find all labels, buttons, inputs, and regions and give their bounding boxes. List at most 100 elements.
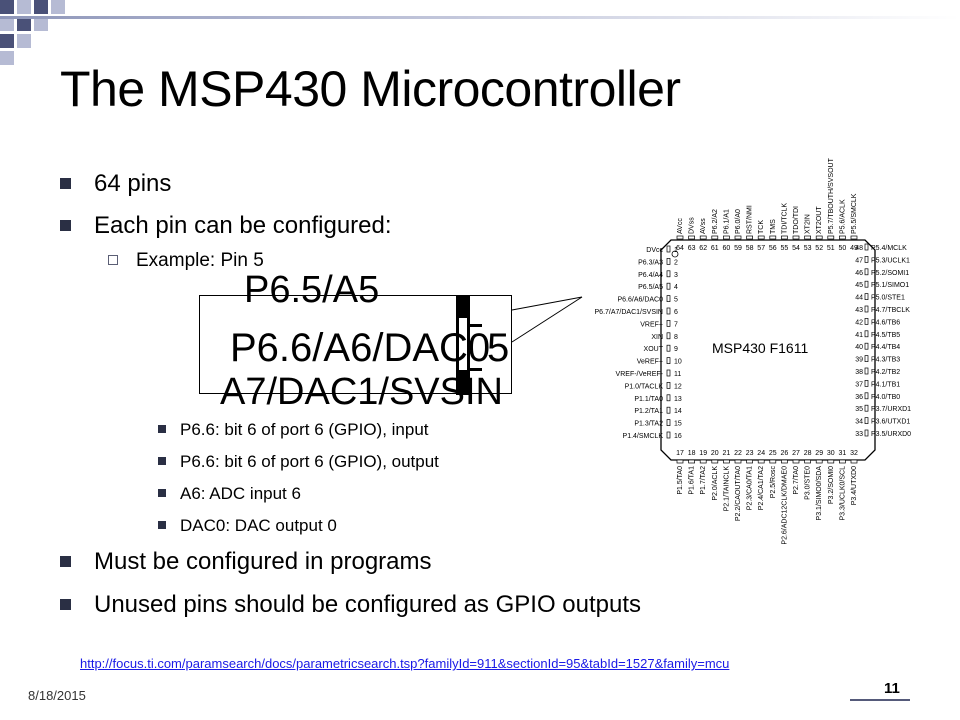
pin-label-left: P1.3/TA2 <box>634 421 663 428</box>
pin-label-top: TDI/TCLK <box>781 203 788 234</box>
pin-label-bottom: P3.2/SOMI0 <box>828 466 835 504</box>
pin-tick <box>804 459 811 464</box>
detail-text: P6.6: bit 6 of port 6 (GPIO), input <box>180 420 429 439</box>
pin-number-left: 2 <box>674 259 678 266</box>
pin-tick <box>666 320 671 327</box>
pin-tick <box>666 307 671 315</box>
pin-number-bottom: 32 <box>850 450 858 457</box>
pin-number-top: 62 <box>699 245 707 252</box>
chip-body <box>660 239 876 461</box>
pin-number-bottom: 24 <box>757 450 765 457</box>
bullet-marker <box>60 178 71 189</box>
pin-label-top: P5.7/TBOUTH/SVSOUT <box>828 157 835 234</box>
pin-tick <box>850 235 858 240</box>
pin-label-left: DVcc <box>646 247 663 254</box>
pin-label-bottom: P2.1/TAINCLK <box>723 466 730 512</box>
sub-bullet-marker <box>108 255 118 265</box>
pin-label-bottom: P2.6/ADC12CLK/DMAE0 <box>781 466 788 545</box>
pin-number-bottom: 23 <box>746 450 754 457</box>
pin-tick <box>757 459 765 464</box>
pin-label-bottom: P3.1/SIMO0/SDA <box>816 466 823 521</box>
pin-tick <box>711 235 719 240</box>
pin-tick <box>864 330 869 338</box>
chip-label: MSP430 F1611 <box>712 340 809 356</box>
pin-tick <box>734 459 742 464</box>
pin-label-left: XOUT <box>644 346 664 353</box>
pin-tick <box>781 459 788 464</box>
pin-number-right: 33 <box>855 431 863 438</box>
pin-label-top: P6.1/A1 <box>723 209 730 234</box>
pin-tick <box>769 235 777 240</box>
pin-number-right: 39 <box>855 357 863 364</box>
pin-tick <box>723 235 730 240</box>
pin-number-right: 36 <box>855 394 863 401</box>
pin-tick <box>666 258 671 265</box>
pin-label-right: P4.7/TBCLK <box>871 307 910 314</box>
pin-label-top: XT2IN <box>805 214 812 234</box>
pin-zoom-label: P6.6/A6/DAC0 <box>230 326 491 370</box>
pin-number-left: 11 <box>674 371 681 378</box>
pin-number-top: 60 <box>723 245 731 252</box>
pin-number-bottom: 18 <box>688 450 696 457</box>
pin-label-right: P4.5/TB5 <box>871 332 900 339</box>
pin-number-right: 48 <box>855 245 863 252</box>
pin-label-top: TDO/TDI <box>793 206 800 234</box>
pin-number-bottom: 20 <box>711 450 719 457</box>
pin-number-top: 50 <box>839 245 847 252</box>
pin-number-top: 58 <box>746 245 754 252</box>
pin-label-right: P4.2/TB2 <box>871 369 900 376</box>
pin-label-bottom: P3.0/STE0 <box>805 466 812 500</box>
pin-tick <box>676 459 684 464</box>
bullet-text: Each pin can be configured: <box>94 212 392 239</box>
pin-tick <box>699 235 707 240</box>
detail-marker <box>158 457 166 465</box>
pin-tick <box>864 256 869 263</box>
pin-label-bottom: P2.7/TA0 <box>793 466 800 495</box>
pin-number-top: 57 <box>757 245 765 252</box>
pin-number-top: 52 <box>815 245 823 252</box>
pin-number-right: 44 <box>855 295 863 302</box>
pin-tick <box>864 392 869 400</box>
pin-tick <box>839 459 846 464</box>
pin-tick <box>864 268 869 276</box>
pin-tick <box>666 270 671 278</box>
pin-number-top: 53 <box>804 245 812 252</box>
pin-label-left: VREF+ <box>640 321 663 328</box>
detail-marker <box>158 489 166 497</box>
pin-tick <box>676 235 684 240</box>
pin-label-bottom: P2.4/CA1/TA2 <box>758 466 765 510</box>
pin-number-right: 34 <box>855 419 863 426</box>
pin-label-left: XIN <box>651 334 663 341</box>
pin-number-bottom: 30 <box>827 450 835 457</box>
pin-number-left: 9 <box>674 346 678 353</box>
pin-number-left: 14 <box>674 408 682 415</box>
pin-number-bottom: 19 <box>699 450 707 457</box>
pin-number-right: 38 <box>855 369 863 376</box>
pin-tick <box>666 282 671 290</box>
source-link[interactable]: http://focus.ti.com/paramsearch/docs/par… <box>80 656 730 671</box>
bullet-marker <box>60 220 71 231</box>
pin-number-bottom: 29 <box>815 450 823 457</box>
pin-label-right: P3.5/URXD0 <box>871 431 911 438</box>
pin-number-bottom: 21 <box>723 450 731 457</box>
pin-label-right: P5.4/MCLK <box>871 245 907 252</box>
pin-number-left: 12 <box>674 383 682 390</box>
pin-number-left: 16 <box>674 433 682 440</box>
pin-tick <box>839 235 846 240</box>
pin-label-top: DVss <box>689 217 696 234</box>
pin-tick <box>699 459 707 464</box>
pin-number-bottom: 17 <box>676 450 684 457</box>
pin-tick <box>850 459 858 464</box>
pin-tick <box>864 404 869 412</box>
pin-number-left: 1 <box>674 247 678 254</box>
pin-number-top: 49 <box>850 245 858 252</box>
pin-tick <box>688 459 695 464</box>
pin-number-left: 15 <box>674 421 682 428</box>
bullet-marker <box>60 556 71 567</box>
pin-tick <box>864 367 869 375</box>
pin-number-right: 46 <box>855 270 863 277</box>
pin-label-top: P5.6/ACLK <box>839 199 846 234</box>
chip-pinout-diagram: AVcc64DVss63AVss62P6.2/A261P6.1/A160P6.0… <box>595 157 911 550</box>
pin-zoom-graphic: P6.5/A5 A7/DAC1/SVSIN <box>220 269 503 413</box>
pin-label-bottom: P3.4/UTXD0 <box>851 466 858 505</box>
